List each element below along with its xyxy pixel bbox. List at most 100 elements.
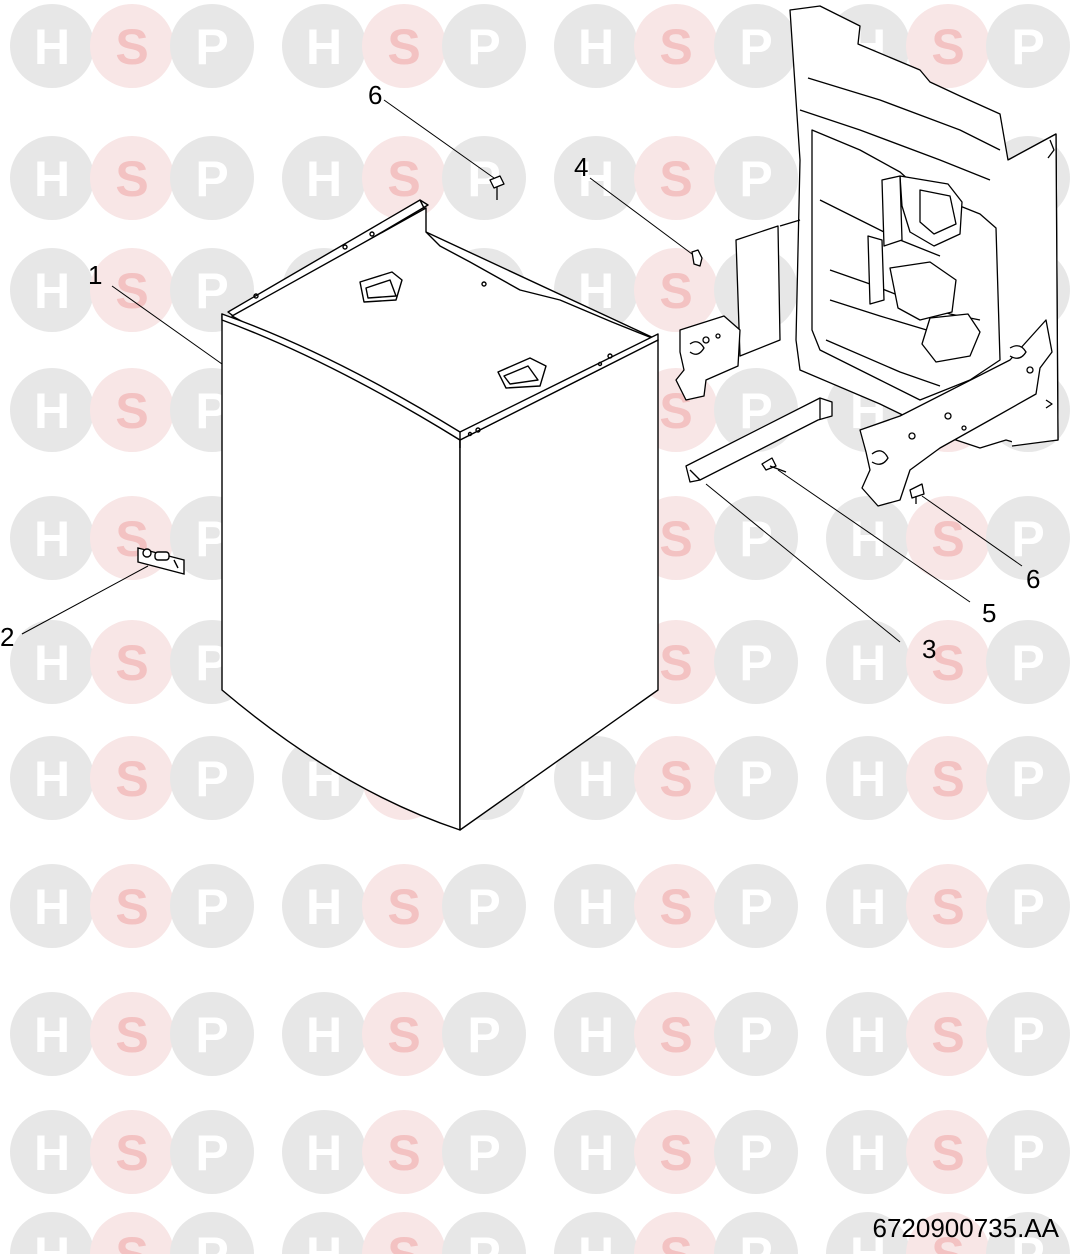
watermark-circle [90, 992, 174, 1076]
watermark-letter: S [115, 151, 148, 207]
watermark-circle [634, 1212, 718, 1254]
watermark-letter: H [850, 1125, 886, 1181]
watermark-letter: S [115, 263, 148, 319]
watermark-letter: P [467, 1007, 500, 1063]
watermark-circle [554, 864, 638, 948]
watermark-circle [282, 4, 366, 88]
callout-3: 3 [922, 634, 936, 664]
watermark-circle [906, 864, 990, 948]
watermark-letter: S [115, 751, 148, 807]
watermark-letter: S [387, 151, 420, 207]
watermark-letter: S [659, 1125, 692, 1181]
watermark-circle [10, 864, 94, 948]
watermark-letter: P [195, 751, 228, 807]
watermark-letter: P [195, 879, 228, 935]
watermark-letter: P [195, 19, 228, 75]
watermark-letter: S [115, 1227, 148, 1254]
watermark-circle [362, 864, 446, 948]
watermark-circle [554, 992, 638, 1076]
watermark-circle [906, 1212, 990, 1254]
watermark-letter: P [1011, 1125, 1044, 1181]
watermark-circle [826, 620, 910, 704]
front-casing [221, 199, 659, 831]
watermark-circle [906, 496, 990, 580]
watermark-letter: H [306, 151, 342, 207]
watermark-circle [714, 864, 798, 948]
watermark-letter: S [115, 1007, 148, 1063]
watermark-circle [90, 620, 174, 704]
watermark-circle [170, 136, 254, 220]
watermark-letter: P [467, 879, 500, 935]
watermark-circle [554, 1212, 638, 1254]
watermark-circle [10, 4, 94, 88]
watermark-letter: S [931, 1125, 964, 1181]
watermark-circle [10, 620, 94, 704]
watermark-letter: S [659, 151, 692, 207]
watermark-circle [986, 496, 1070, 580]
watermark-circle [714, 1212, 798, 1254]
callout-4: 4 [574, 152, 588, 182]
watermark-letter: S [115, 383, 148, 439]
watermark-letter: P [739, 1007, 772, 1063]
watermark-circle [90, 248, 174, 332]
watermark-circle [10, 136, 94, 220]
watermark-letter: H [306, 19, 342, 75]
watermark-letter: H [34, 151, 70, 207]
watermark-letter: P [739, 751, 772, 807]
badge-label [137, 547, 185, 575]
watermark-circle [714, 736, 798, 820]
watermark-circle [10, 368, 94, 452]
watermark-letter: H [34, 511, 70, 567]
watermark-letter: P [1011, 879, 1044, 935]
watermark-letter: S [931, 19, 964, 75]
watermark-letter: H [578, 1125, 614, 1181]
watermark-letter: P [739, 511, 772, 567]
watermark-letter: P [195, 151, 228, 207]
watermark-circle [634, 736, 718, 820]
watermark-letter: P [739, 19, 772, 75]
watermark-letter: H [34, 879, 70, 935]
watermark-letter: H [34, 19, 70, 75]
watermark-circle [90, 736, 174, 820]
watermark-circle [986, 1110, 1070, 1194]
watermark-circle [442, 136, 526, 220]
watermark-letter: H [306, 1007, 342, 1063]
watermark-circle [554, 4, 638, 88]
watermark-circle [634, 1110, 718, 1194]
watermark-circle [90, 136, 174, 220]
watermark-letter: S [931, 511, 964, 567]
watermark-circle [986, 4, 1070, 88]
watermark-circle [986, 864, 1070, 948]
watermark-letter: P [1011, 511, 1044, 567]
watermark-letter: S [387, 1007, 420, 1063]
watermark-letter: P [739, 635, 772, 691]
watermark-circle [826, 864, 910, 948]
watermark-letter: H [306, 1227, 342, 1254]
watermark-letter: H [578, 151, 614, 207]
watermark-letter: S [659, 511, 692, 567]
watermark-circle [10, 736, 94, 820]
watermark-letter: P [739, 1125, 772, 1181]
watermark-letter: H [578, 1227, 614, 1254]
watermark-letter: H [578, 1007, 614, 1063]
watermark-letter: H [34, 635, 70, 691]
watermark-circle [714, 4, 798, 88]
watermark-circle [906, 1110, 990, 1194]
watermark-letter: P [195, 1125, 228, 1181]
watermark-letter: P [1011, 19, 1044, 75]
watermark-letter: H [578, 19, 614, 75]
boiler-chassis [489, 5, 1059, 507]
watermark-letter: H [34, 1007, 70, 1063]
callout-6-top: 6 [368, 80, 382, 110]
watermark-letter: H [34, 751, 70, 807]
watermark-circle [714, 1110, 798, 1194]
watermark-circle [10, 496, 94, 580]
watermark-circle [826, 992, 910, 1076]
watermark-letter: S [387, 1227, 420, 1254]
watermark-letter: H [850, 1007, 886, 1063]
watermark-letter: S [931, 635, 964, 691]
watermark-circle [282, 864, 366, 948]
watermark-circle [442, 1212, 526, 1254]
watermark-circle [10, 992, 94, 1076]
